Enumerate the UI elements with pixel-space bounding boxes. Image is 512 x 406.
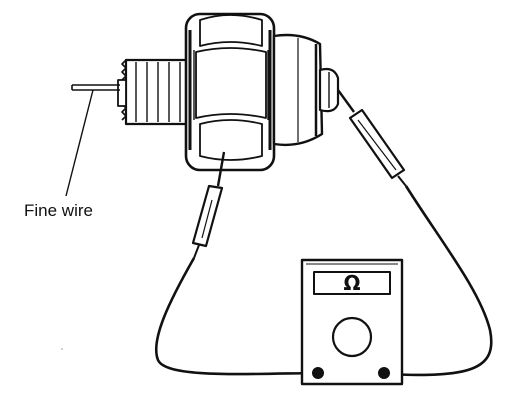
pressure-switch (71, 12, 340, 172)
terminal-stud (318, 67, 340, 113)
hex-nut (184, 12, 276, 172)
scan-speck (61, 348, 63, 350)
fine-wire (71, 84, 120, 91)
left-probe (191, 151, 226, 259)
right-test-lead (383, 185, 493, 377)
selector-dial (331, 316, 373, 358)
left-test-lead (154, 257, 319, 376)
negative-jack (312, 367, 324, 379)
meter-display (313, 271, 391, 295)
threaded-stem (117, 58, 190, 126)
fine-wire-leader-line (65, 89, 94, 197)
ohm-symbol: Ω (343, 271, 360, 295)
right-probe (337, 89, 407, 187)
switch-housing (272, 33, 324, 147)
fine-wire-label: Fine wire (24, 201, 93, 220)
ohmmeter (300, 258, 404, 386)
positive-jack (378, 367, 390, 379)
